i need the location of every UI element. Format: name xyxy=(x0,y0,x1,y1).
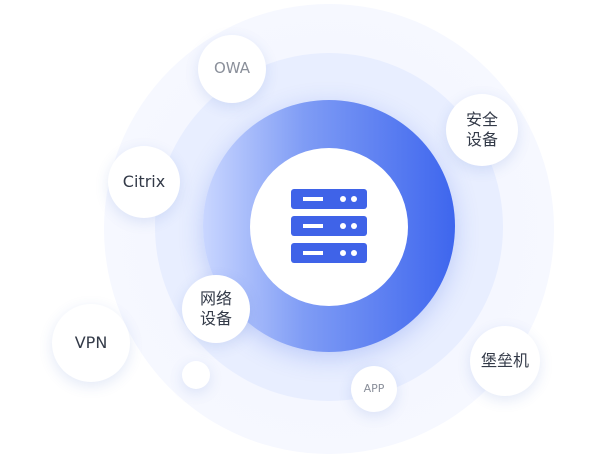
node-citrix-label: Citrix xyxy=(122,171,166,191)
node-security-device: 安全 设备 xyxy=(446,94,518,166)
node-network-device-label: 网络 设备 xyxy=(199,288,232,328)
node-security-device-label: 安全 设备 xyxy=(465,109,498,149)
node-network-device: 网络 设备 xyxy=(182,275,250,343)
node-owa-label: OWA xyxy=(213,59,251,78)
node-app: APP xyxy=(351,366,397,412)
node-owa: OWA xyxy=(198,35,266,103)
node-vpn: VPN xyxy=(52,304,130,382)
node-citrix: Citrix xyxy=(108,146,180,218)
node-bastion-host-label: 堡垒机 xyxy=(480,350,529,370)
node-app-label: APP xyxy=(363,381,385,395)
node-bastion-host: 堡垒机 xyxy=(470,326,540,396)
node-empty-dot xyxy=(182,361,210,389)
node-vpn-label: VPN xyxy=(74,332,108,352)
server-icon xyxy=(291,189,367,263)
